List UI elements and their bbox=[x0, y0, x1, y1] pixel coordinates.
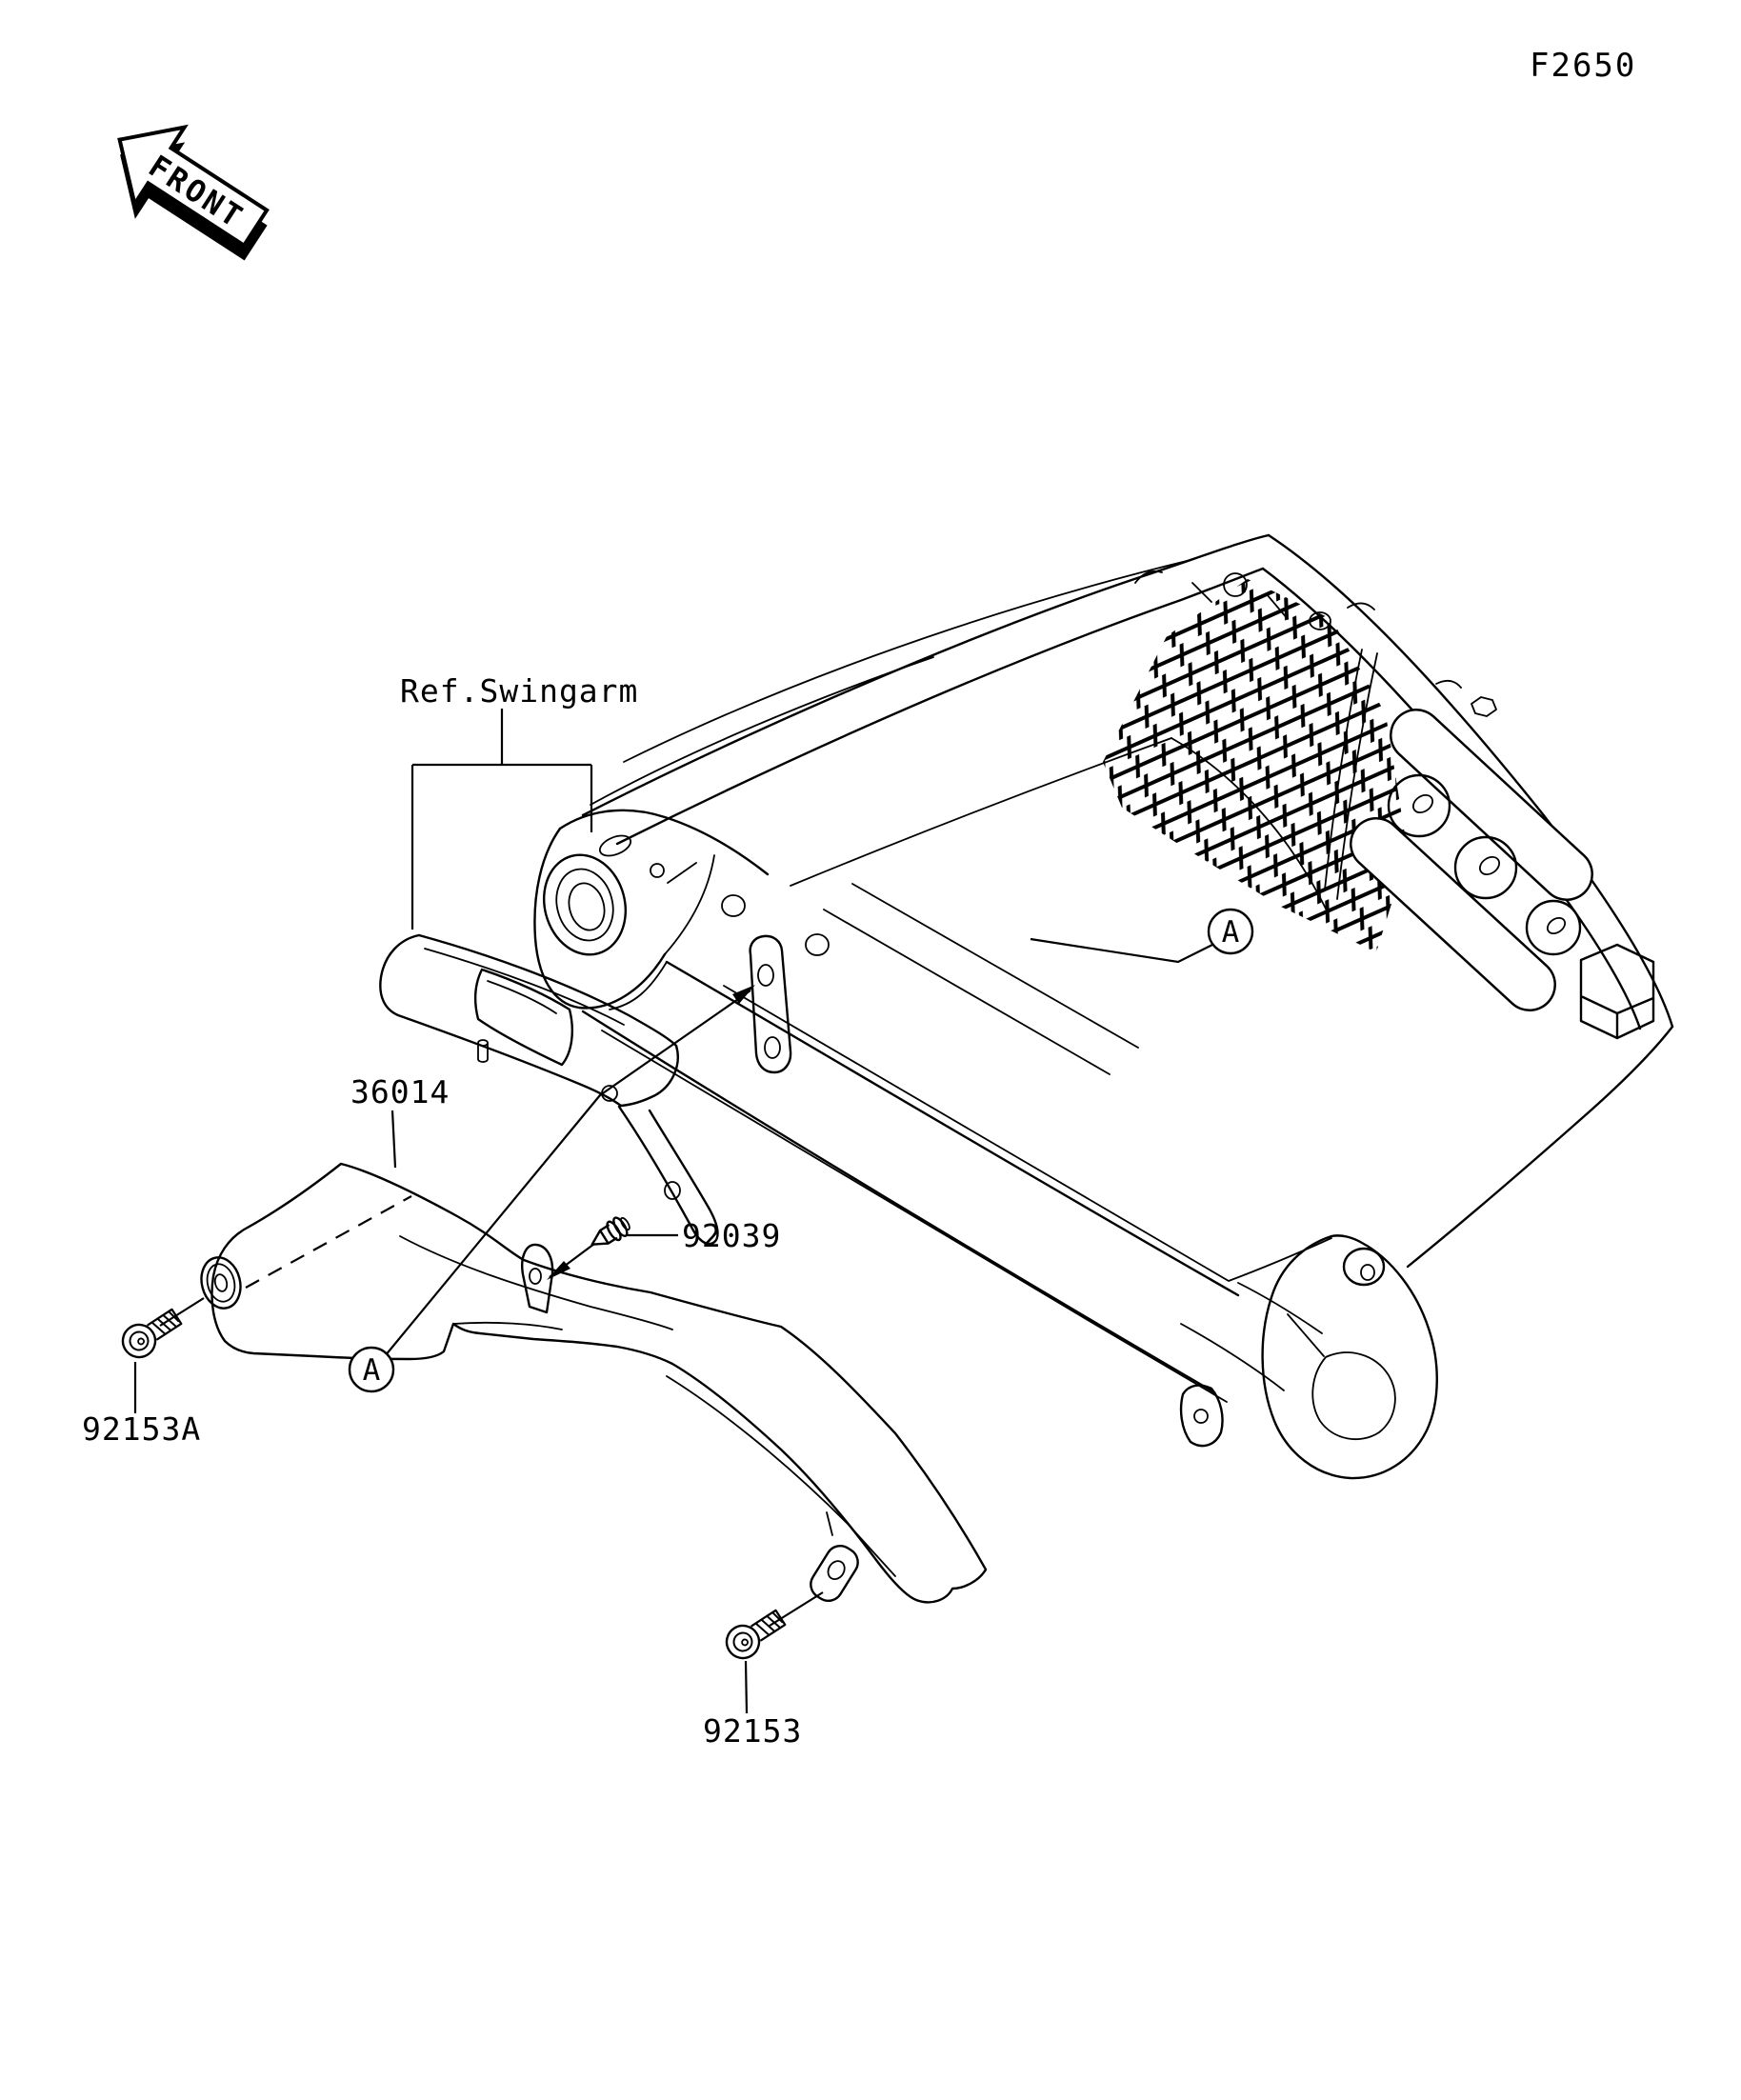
detail-marker-a-label: A bbox=[363, 1353, 381, 1388]
chain-cover-part bbox=[200, 1162, 988, 1604]
part-number-36014: 36014 bbox=[350, 1073, 450, 1110]
cover-rear-mount-tab bbox=[810, 1511, 859, 1602]
hidden-edge-dashed-line bbox=[245, 1195, 412, 1289]
label-ref-swingarm: Ref.Swingarm bbox=[400, 672, 638, 930]
front-direction-arrow: FRONT bbox=[117, 124, 270, 261]
label-92039: 92039 bbox=[547, 1217, 781, 1280]
screw-92153a bbox=[115, 1301, 187, 1365]
detail-marker-a-swingarm: A bbox=[1030, 908, 1254, 964]
screw-92153 bbox=[719, 1602, 790, 1666]
chain-mesh-hatch bbox=[1103, 579, 1408, 952]
cover-rivet-tab bbox=[521, 1243, 554, 1314]
label-92153: 92153 bbox=[703, 1591, 824, 1750]
label-92153a: 92153A bbox=[82, 1297, 205, 1448]
cover-grommet bbox=[200, 1256, 242, 1310]
part-number-92153a: 92153A bbox=[82, 1410, 201, 1448]
part-number-92153: 92153 bbox=[703, 1712, 802, 1750]
front-arrow-face bbox=[117, 124, 270, 249]
plate-details bbox=[1350, 696, 1655, 1040]
rivet-92039 bbox=[590, 1216, 630, 1246]
chain-slider bbox=[379, 933, 719, 1246]
figure-code: F2650 bbox=[1530, 47, 1636, 85]
detail-marker-a-label: A bbox=[1222, 915, 1240, 950]
mount-bracket-tab bbox=[749, 934, 792, 1074]
pivot-head bbox=[533, 809, 830, 1010]
swingarm-drawing bbox=[533, 533, 1674, 1480]
label-36014: 36014 bbox=[350, 1073, 450, 1169]
ref-swingarm-label: Ref.Swingarm bbox=[400, 672, 638, 710]
part-number-92039: 92039 bbox=[682, 1217, 781, 1254]
axle-shoe bbox=[1179, 1234, 1438, 1480]
detail-marker-a-cover: A bbox=[348, 985, 755, 1393]
